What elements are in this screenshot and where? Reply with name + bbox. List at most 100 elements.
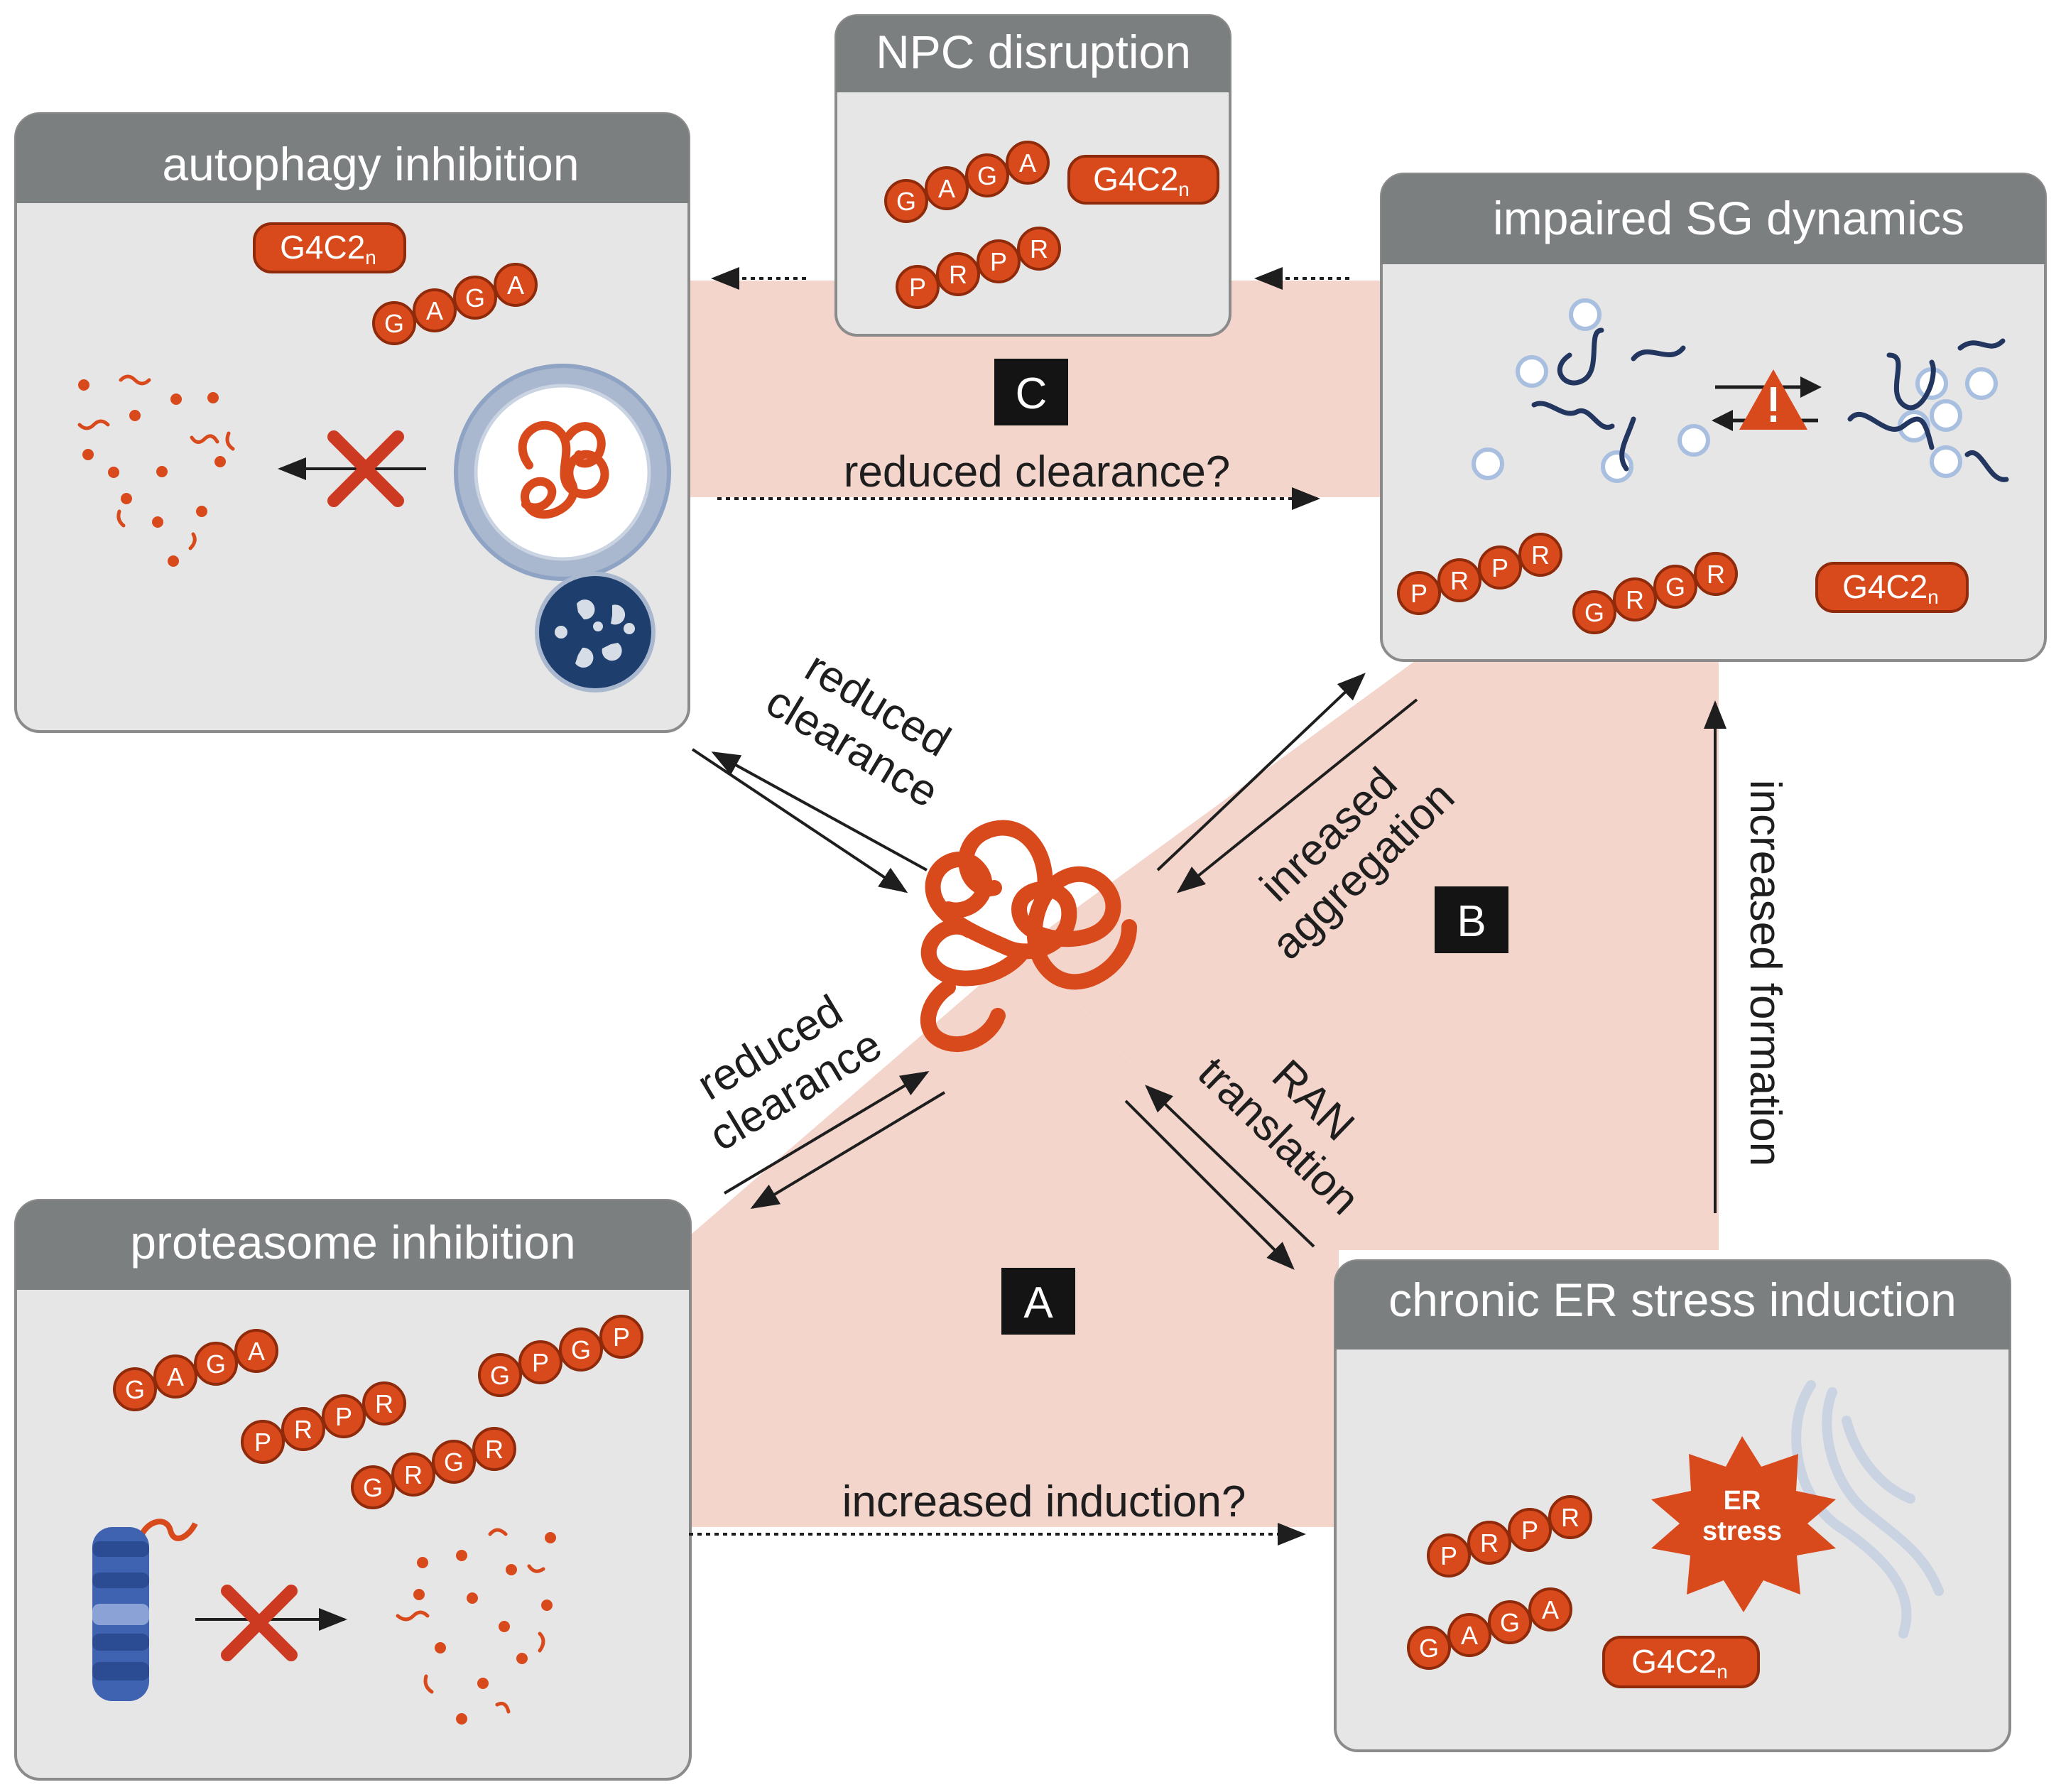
- peptide-bead-letter: G: [571, 1335, 591, 1364]
- peptide-bead: [391, 1452, 435, 1497]
- peptide-bead: [599, 1315, 643, 1359]
- peptide-bead: [925, 166, 969, 210]
- peptide-bead: [977, 239, 1021, 283]
- peptide-bead: [362, 1381, 406, 1426]
- peptide-bead-letter: G: [363, 1473, 383, 1502]
- peptide-bead-letter: G: [206, 1350, 226, 1379]
- peptide-bead: [1407, 1626, 1451, 1670]
- degraded-fragments: [396, 1528, 556, 1725]
- repeat-pill: G4C2n: [1602, 1636, 1760, 1688]
- peptide-bead: [432, 1440, 476, 1484]
- peptide-bead: [1548, 1495, 1592, 1539]
- rna-strands: [1531, 327, 2009, 482]
- peptide-bead: [1653, 565, 1697, 609]
- peptide-bead: [241, 1420, 285, 1464]
- peptide-bead: [965, 153, 1009, 197]
- peptide-bead-letter: P: [532, 1348, 549, 1377]
- marker-b: B: [1435, 886, 1508, 953]
- peptide-bead-letter: G: [384, 309, 404, 338]
- svg-text:increased formation: increased formation: [1741, 780, 1790, 1167]
- peptide-bead-letter: R: [1030, 234, 1048, 264]
- peptide-bead-letter: A: [1019, 148, 1036, 178]
- peptide-bead-letter: P: [613, 1323, 630, 1352]
- region-a: [685, 945, 1339, 1527]
- panel-sg-header: [1381, 174, 2045, 264]
- panel-npc-title: NPC disruption: [876, 26, 1191, 78]
- peptide-bead: [153, 1354, 197, 1399]
- peptide-bead: [896, 265, 940, 309]
- arrow-to-sg: [1156, 673, 1366, 871]
- peptide-bead: [1397, 571, 1441, 615]
- peptide-bead-letter: G: [1419, 1634, 1439, 1663]
- peptide-bead-letter: R: [294, 1415, 312, 1444]
- svg-text:stress: stress: [1702, 1516, 1782, 1546]
- autophagosome-icon: [454, 364, 671, 581]
- peptide-bead: [478, 1353, 522, 1397]
- peptide-bead: [413, 288, 457, 332]
- proteasome-icon: [92, 1519, 198, 1701]
- panel-er-header: [1335, 1261, 2010, 1350]
- peptide-bead-letter: R: [1480, 1528, 1499, 1558]
- peptide-bead-letter: P: [1410, 579, 1428, 608]
- peptide-bead-letter: G: [465, 283, 485, 313]
- peptide-bead: [936, 252, 980, 296]
- arrow-proteasome-out: [750, 1091, 946, 1210]
- svg-text:ER: ER: [1724, 1486, 1761, 1516]
- panel-autophagy-header: [16, 114, 689, 203]
- peptide-bead: [281, 1407, 325, 1451]
- peptide-bead-letter: G: [490, 1361, 510, 1390]
- peptide-bead: [494, 263, 538, 307]
- svg-text:G4C2n: G4C2n: [280, 229, 376, 268]
- peptide-bead-letter: A: [248, 1337, 265, 1366]
- cross-icon: [327, 430, 404, 507]
- peptide-bead: [1694, 552, 1738, 596]
- peptide-bead-letter: R: [375, 1389, 393, 1418]
- panel-npc-header: [836, 16, 1230, 92]
- peptide-bead: [472, 1427, 516, 1471]
- peptide-bead-letter: P: [1521, 1516, 1538, 1545]
- arrow-proteasome-in: [723, 1070, 930, 1195]
- warning-icon: [1739, 369, 1807, 430]
- peptide-bead-letter: P: [1491, 553, 1508, 582]
- peptide-bead: [194, 1342, 238, 1386]
- peptide-bead-letter: A: [1461, 1621, 1478, 1650]
- svg-text:G4C2n: G4C2n: [1631, 1643, 1728, 1683]
- peptide-bead: [1427, 1533, 1471, 1577]
- er-stress-burst: ER stress: [1651, 1436, 1836, 1612]
- svg-text:B: B: [1457, 897, 1486, 946]
- peptide-bead-letter: R: [1450, 566, 1469, 595]
- peptide-bead-letter: P: [254, 1428, 271, 1457]
- peptide-bead: [1508, 1508, 1552, 1552]
- peptide-bead-letter: P: [909, 273, 926, 302]
- peptide-bead-letter: G: [977, 161, 997, 190]
- svg-text:G4C2n: G4C2n: [1842, 568, 1939, 608]
- peptide-bead: [453, 276, 497, 320]
- panel-proteasome-title: proteasome inhibition: [130, 1216, 575, 1269]
- peptide-bead-letter: A: [167, 1362, 184, 1391]
- peptide-bead-letter: G: [896, 187, 916, 216]
- peptide-bead-letter: G: [1584, 598, 1604, 627]
- peptide-bead-letter: P: [1440, 1541, 1457, 1570]
- peptide-bead: [1478, 545, 1522, 590]
- peptide-bead: [1613, 577, 1657, 621]
- peptide-bead-letter: A: [507, 271, 524, 300]
- peptide-bead: [1467, 1521, 1511, 1565]
- peptide-bead: [1518, 533, 1562, 577]
- peptide-bead: [1488, 1600, 1532, 1644]
- lysosome-icon: [535, 572, 656, 693]
- arrow-ran-out: [1124, 1099, 1295, 1270]
- peptide-bead-letter: A: [426, 296, 443, 325]
- peptide-bead-letter: R: [404, 1460, 423, 1489]
